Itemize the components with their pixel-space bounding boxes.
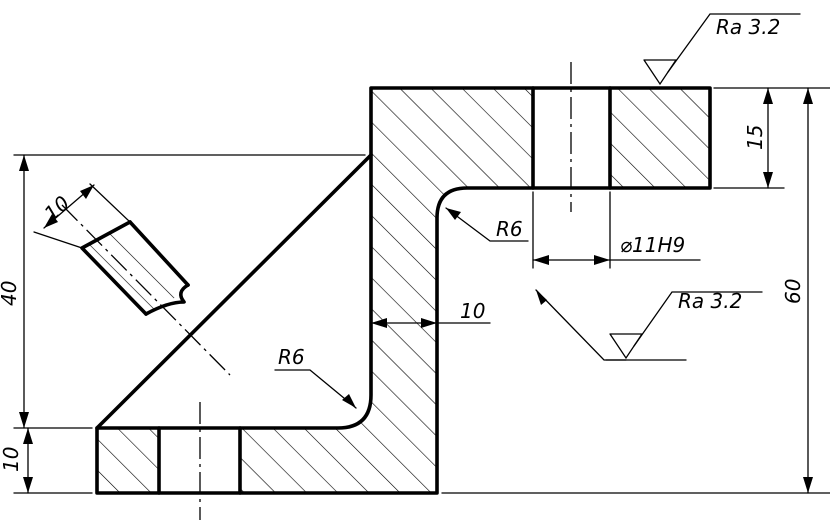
hatch-top-flange-right <box>610 88 710 188</box>
overall-height-label: 60 <box>781 279 805 304</box>
surface-finish-top-label: Ra 3.2 <box>716 15 780 39</box>
arrow-heads <box>19 88 813 493</box>
hatch-base-left <box>97 428 159 493</box>
radius-upper-label: R6 <box>496 217 523 241</box>
web-thickness-label: 10 <box>460 299 485 323</box>
hatch-top-flange-left <box>371 88 533 493</box>
radius-lower-label: R6 <box>278 345 305 369</box>
hatch-base-right <box>240 395 371 493</box>
base-height-label: 10 <box>0 447 23 472</box>
rib-thickness-label: 10 <box>39 191 74 226</box>
part-outline <box>95 86 712 495</box>
top-flange-label: 15 <box>743 125 767 150</box>
surface-finish-bore-symbol <box>609 291 763 360</box>
z-bracket-outline <box>95 86 712 495</box>
base-top-edge <box>95 153 373 430</box>
left-height-label: 40 <box>0 281 21 306</box>
surface-finish-bore-label: Ra 3.2 <box>678 289 742 313</box>
bore-fit-label: ⌀11H9 <box>620 233 685 257</box>
center-lines <box>61 62 572 520</box>
surface-finish-top-symbol <box>643 13 801 86</box>
hatch-rib-section <box>82 222 192 314</box>
